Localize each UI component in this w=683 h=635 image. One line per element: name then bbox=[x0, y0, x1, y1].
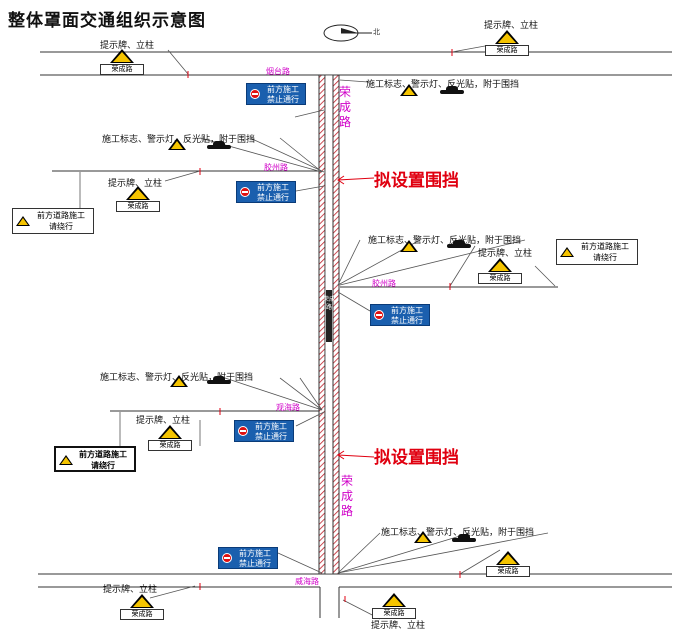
fence-left-strip bbox=[318, 74, 326, 575]
leader-lines bbox=[79, 45, 556, 620]
road-sign-6: 荣成路 bbox=[486, 551, 530, 577]
closure-sign-3: 前方施工 禁止通行 bbox=[370, 304, 430, 326]
construction-sign-icon bbox=[414, 531, 432, 543]
note-post-3: 提示牌、立柱 bbox=[108, 179, 163, 189]
detour-sign-3: 前方道路施工 请绕行 bbox=[54, 446, 136, 472]
fence-callout-lower: 拟设置围挡 bbox=[374, 448, 459, 468]
road-name-rongcheng-upper: 荣成路 bbox=[338, 85, 351, 129]
no-entry-icon bbox=[222, 553, 232, 563]
road-sign-8: 荣成路 bbox=[372, 593, 416, 619]
no-entry-icon bbox=[250, 89, 260, 99]
closure-sign-5: 前方施工 禁止通行 bbox=[218, 547, 278, 569]
warning-triangle-icon bbox=[560, 247, 574, 257]
construction-sign-icon bbox=[170, 375, 188, 387]
road-edges bbox=[38, 51, 672, 618]
road-sign-4: 荣成路 bbox=[478, 258, 522, 284]
warning-lamp-icon bbox=[440, 86, 464, 96]
road-name-weihai: 威海路 bbox=[295, 577, 319, 586]
note-post-7: 提示牌、立柱 bbox=[371, 621, 426, 631]
warning-triangle-icon bbox=[16, 216, 30, 226]
road-name-guanxian: 观海路 bbox=[276, 403, 300, 412]
note-post-4: 提示牌、立柱 bbox=[478, 249, 533, 259]
closure-sign-4: 前方施工 禁止通行 bbox=[234, 420, 294, 442]
fence-callout-upper: 拟设置围挡 bbox=[374, 171, 459, 191]
compass-label: 北 bbox=[373, 28, 380, 36]
closure-sign-2: 前方施工 禁止通行 bbox=[236, 181, 296, 203]
closure-sign-1: 前方施工 禁止通行 bbox=[246, 83, 306, 105]
road-sign-5: 荣成路 bbox=[148, 425, 192, 451]
roadwork-warning-icon bbox=[382, 593, 406, 607]
no-entry-icon bbox=[240, 187, 250, 197]
roadwork-warning-icon bbox=[126, 186, 150, 200]
roadwork-warning-icon bbox=[495, 30, 519, 44]
construction-sign-icon bbox=[168, 138, 186, 150]
road-name-jiaozhou-right: 胶州路 bbox=[372, 279, 396, 288]
construction-sign-icon bbox=[400, 240, 418, 252]
note-construction-1: 施工标志、警示灯、反光贴，附于围挡 bbox=[366, 80, 520, 90]
construction-sign-icon bbox=[400, 84, 418, 96]
warning-triangle-icon bbox=[59, 455, 73, 465]
warning-lamp-icon bbox=[447, 240, 471, 250]
note-post-6: 提示牌、立柱 bbox=[103, 585, 158, 595]
road-name-jiaozhou-left: 胶州路 bbox=[264, 163, 288, 172]
road-name-rongcheng-lower: 荣成路 bbox=[340, 474, 353, 518]
roadwork-warning-icon bbox=[110, 49, 134, 63]
no-entry-icon bbox=[374, 310, 384, 320]
roadwork-warning-icon bbox=[488, 258, 512, 272]
fence-right-strip bbox=[332, 74, 340, 575]
roadwork-warning-icon bbox=[496, 551, 520, 565]
detour-sign-2: 前方道路施工 请绕行 bbox=[556, 239, 638, 265]
note-post-1: 提示牌、立柱 bbox=[100, 41, 155, 51]
no-entry-icon bbox=[238, 426, 248, 436]
road-sign-1: 荣成路 bbox=[100, 49, 144, 75]
note-construction-5: 施工标志、警示灯、反光贴，附于围挡 bbox=[381, 528, 535, 538]
compass bbox=[323, 24, 372, 42]
road-sign-2: 荣成路 bbox=[485, 30, 529, 56]
fence-arrows bbox=[337, 175, 375, 460]
roadwork-warning-icon bbox=[158, 425, 182, 439]
road-sign-3: 荣成路 bbox=[116, 186, 160, 212]
warning-lamp-icon bbox=[452, 534, 476, 544]
detour-sign-1: 前方道路施工 请绕行 bbox=[12, 208, 94, 234]
main-road bbox=[318, 74, 340, 575]
road-marker-text: 荣成路 bbox=[322, 296, 335, 311]
note-post-5: 提示牌、立柱 bbox=[136, 416, 191, 426]
road-marker-box bbox=[326, 290, 332, 342]
diagram-title: 整体罩面交通组织示意图 bbox=[8, 11, 206, 31]
note-construction-3: 施工标志、警示灯、反光贴，附于围挡 bbox=[368, 236, 522, 246]
warning-lamp-icon bbox=[207, 141, 231, 151]
warning-lamp-icon bbox=[207, 376, 231, 386]
road-name-yantai: 烟台路 bbox=[266, 67, 290, 76]
road-sign-7: 荣成路 bbox=[120, 594, 164, 620]
edge-ticks bbox=[187, 49, 461, 602]
note-post-2: 提示牌、立柱 bbox=[484, 21, 539, 31]
roadwork-warning-icon bbox=[130, 594, 154, 608]
